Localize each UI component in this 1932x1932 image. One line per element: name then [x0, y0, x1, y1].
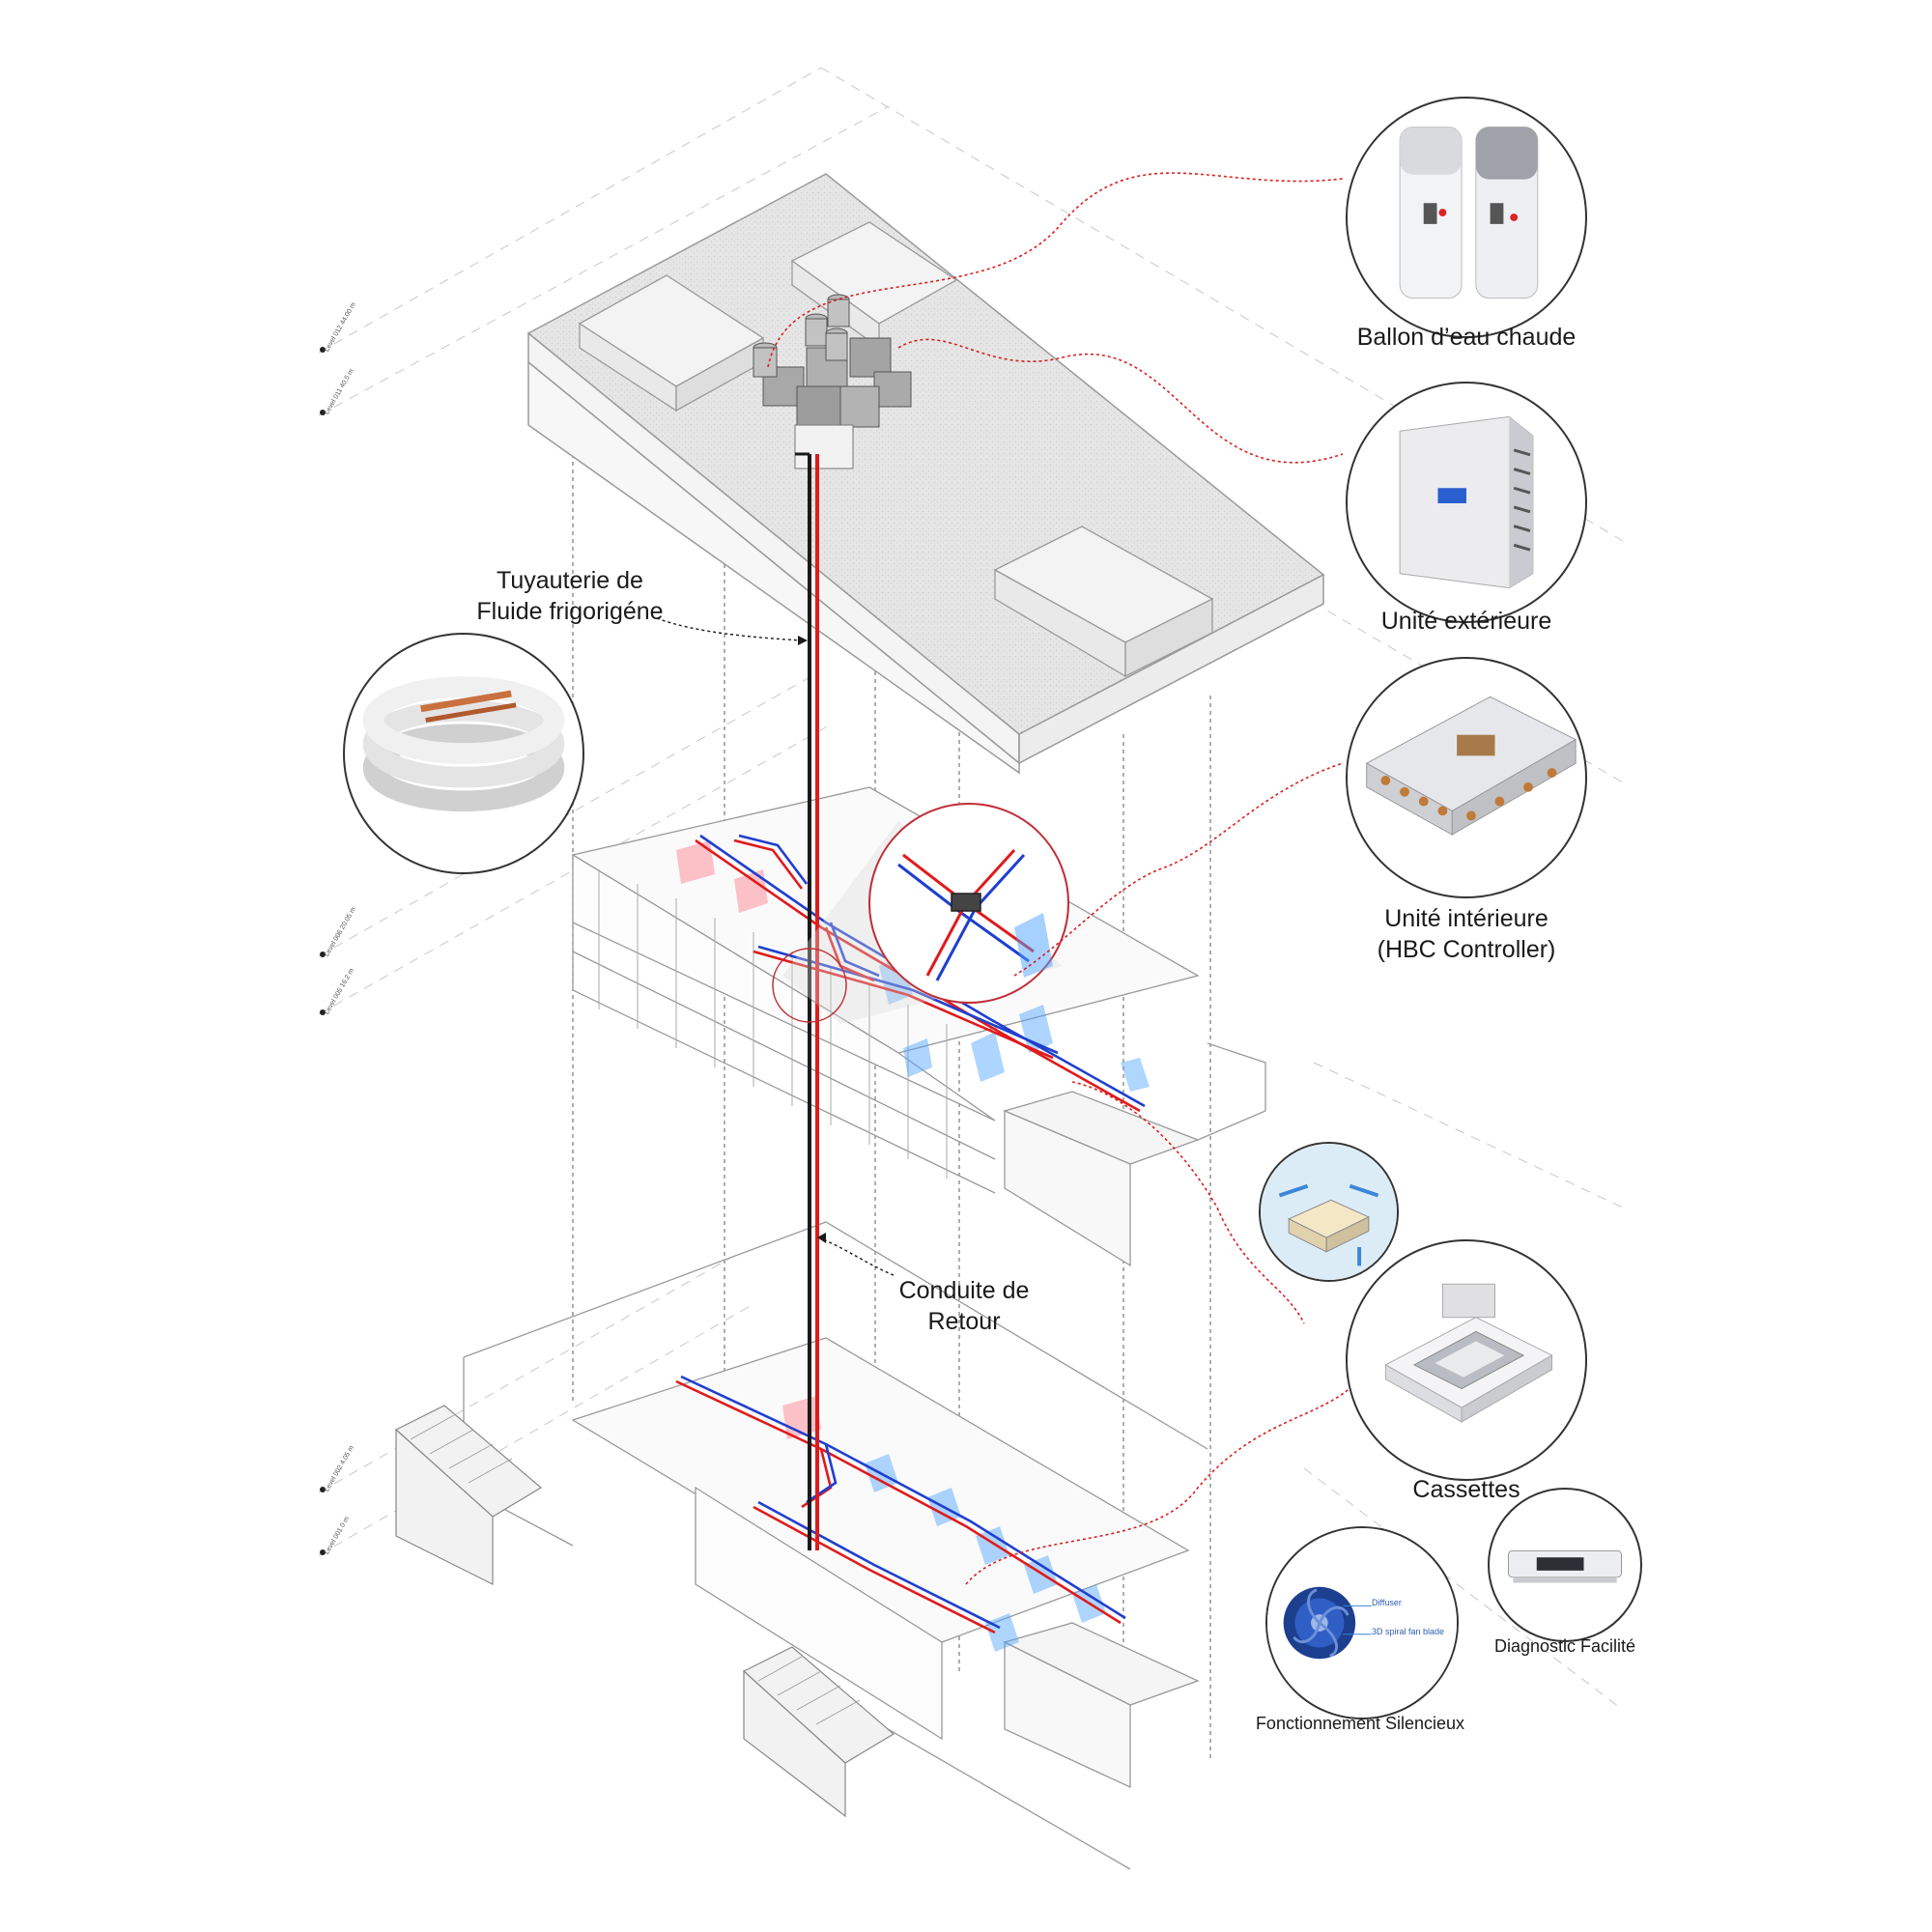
return-pipe-label-line1: Conduite de [898, 1277, 1030, 1304]
return-pipe-label-line2: Retour [927, 1308, 1001, 1335]
middle-hot-zones [676, 840, 768, 913]
pipe-coil-illustration [362, 676, 565, 812]
leader-arrowheads [798, 636, 826, 1243]
cassette-airflow-illustration [1261, 1144, 1397, 1280]
hbc-controller-illustration [1365, 696, 1577, 836]
hbc-controller-label-line2: (HBC Controller) [1377, 936, 1556, 963]
hbc-detail-zoom [772, 803, 1069, 1024]
silent-operation-label: Fonctionnement Silencieux [1255, 1714, 1465, 1733]
fan-diffuser-label: Diffuser [1372, 1598, 1402, 1607]
outdoor-unit-label: Unité extérieure [1380, 608, 1552, 635]
lower-floor [463, 1221, 1208, 1870]
exterior-stairs [394, 1405, 895, 1818]
hot-water-tank-callout [1346, 97, 1587, 338]
middle-cold-zones [879, 956, 1150, 1092]
refrigerant-pipe-label-line2: Fluide frigorigéne [476, 598, 664, 625]
pipe-leaders [656, 617, 895, 1276]
level-markers [320, 347, 326, 1555]
fan-blade-illustration [1267, 1528, 1457, 1718]
cassette-callout [1346, 1239, 1587, 1481]
stair-treads [410, 1414, 861, 1725]
outdoor-unit-illustration [1399, 415, 1534, 589]
lower-floor-piping [675, 1375, 1126, 1634]
middle-facade-mullions [598, 869, 948, 1179]
hbc-controller-label-line1: Unité intérieure [1384, 905, 1548, 932]
cassette-detail-callout [1259, 1142, 1399, 1282]
cassettes-label: Cassettes [1412, 1476, 1520, 1503]
outdoor-unit-callout [1346, 382, 1587, 623]
hbc-controller-callout [1346, 657, 1587, 898]
cassette-unit-illustration [1384, 1283, 1553, 1423]
silent-operation-callout: Diffuser 3D spiral fan blade [1265, 1526, 1459, 1719]
fan-blade-label: 3D spiral fan blade [1372, 1627, 1445, 1636]
hot-water-tank-illustration [1399, 127, 1539, 299]
refrigerant-pipe-label-line1: Tuyauterie de [497, 567, 643, 594]
roof-penthouse [578, 221, 1214, 678]
diagnostic-label: Diagnostic Facilité [1493, 1636, 1636, 1656]
diagnostic-callout [1488, 1488, 1642, 1642]
roof-mechanical-units [753, 294, 912, 469]
diagnostic-display-illustration [1508, 1549, 1622, 1583]
callout-leaders [767, 172, 1353, 1585]
refrigerant-pipe-callout [343, 633, 584, 874]
refrigerant-riser [795, 452, 819, 1550]
hot-water-tank-label: Ballon d’eau chaude [1356, 324, 1577, 351]
